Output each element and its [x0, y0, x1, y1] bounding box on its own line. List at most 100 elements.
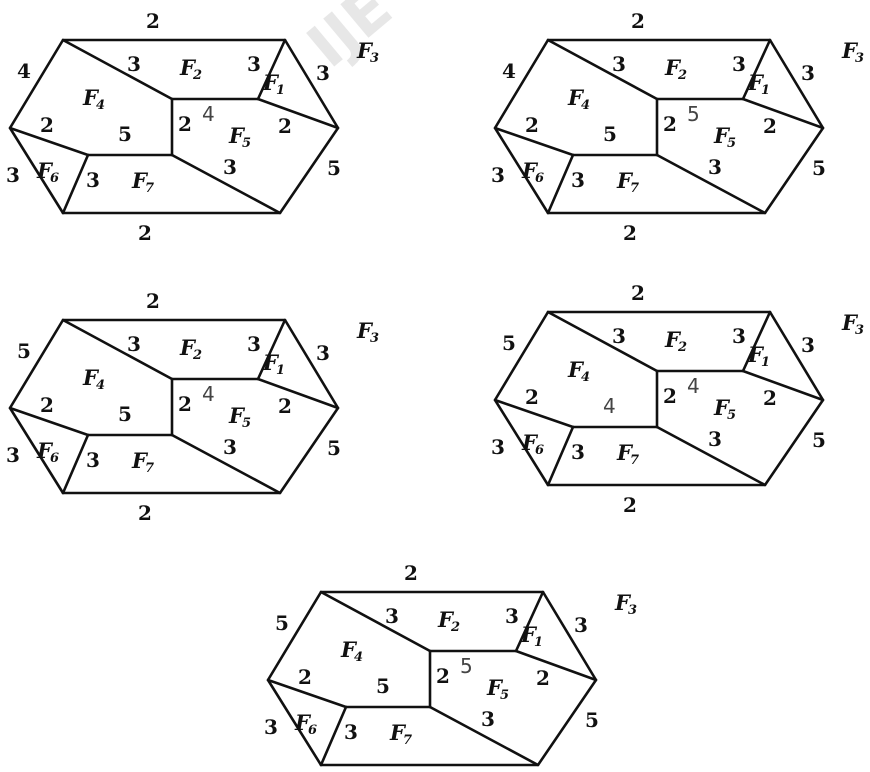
face-f7: F7 [616, 440, 639, 468]
label-inner-d: 2 [525, 113, 539, 137]
label-inner-f: 2 [278, 394, 292, 418]
face-f1-subscript: 1 [534, 635, 543, 650]
face-f3-subscript: 3 [370, 331, 379, 346]
face-f5-subscript: 5 [242, 136, 251, 151]
face-f3-letter: F [356, 38, 374, 63]
face-f2: F2 [179, 55, 202, 83]
label-bottom: 2 [138, 501, 152, 525]
face-f7-subscript: 7 [145, 461, 154, 476]
face-f2: F2 [179, 335, 202, 363]
face-f5-letter: F [486, 675, 504, 700]
label-inner-f: 2 [536, 666, 550, 690]
face-f4-letter: F [567, 85, 585, 110]
face-f7: F7 [389, 720, 412, 748]
face-f2: F2 [664, 55, 687, 83]
label-left-bottom: 3 [491, 163, 505, 187]
edge-p2-d [428, 705, 540, 767]
face-f1: F1 [262, 350, 285, 378]
label-inner-h: 3 [86, 168, 100, 192]
face-f4-subscript: 4 [96, 378, 105, 393]
face-f6-letter: F [521, 158, 539, 183]
label-right-top: 3 [316, 341, 330, 365]
edge-p3-b [256, 38, 287, 101]
edge-p2-d [170, 433, 282, 495]
label-f5-value: 4 [202, 382, 215, 406]
label-top: 2 [146, 9, 160, 33]
face-f2-subscript: 2 [677, 340, 687, 355]
label-inner-h: 3 [571, 440, 585, 464]
label-left-bottom: 3 [6, 163, 20, 187]
label-top-left: 4 [502, 59, 516, 83]
face-f4-letter: F [82, 85, 100, 110]
face-f4: F4 [340, 637, 363, 665]
face-f3-subscript: 3 [855, 323, 864, 338]
edge-p3-c [514, 649, 598, 682]
label-inner-c: 2 [436, 664, 450, 688]
face-f7-letter: F [389, 720, 407, 745]
label-inner-a: 3 [127, 332, 141, 356]
face-f3-subscript: 3 [628, 603, 637, 618]
label-inner-c: 2 [178, 392, 192, 416]
face-f3: F3 [356, 38, 379, 66]
label-right-top: 3 [801, 61, 815, 85]
face-f5-subscript: 5 [727, 136, 736, 151]
face-f1-letter: F [747, 342, 765, 367]
face-f2-letter: F [664, 327, 682, 352]
face-f6-subscript: 6 [308, 723, 317, 738]
label-inner-h: 3 [86, 448, 100, 472]
label-top: 2 [146, 289, 160, 313]
label-top: 2 [631, 281, 645, 305]
edge-p3-b [514, 590, 545, 653]
label-inner-g: 3 [223, 435, 237, 459]
edge-p4-e [546, 153, 575, 215]
label-inner-g: 3 [481, 707, 495, 731]
face-f5-subscript: 5 [727, 408, 736, 423]
face-f6-subscript: 6 [50, 171, 59, 186]
label-bottom: 2 [623, 493, 637, 517]
face-f7-subscript: 7 [403, 733, 412, 748]
face-f3-letter: F [614, 590, 632, 615]
face-f1-subscript: 1 [276, 363, 285, 378]
label-right-top: 3 [316, 61, 330, 85]
face-f1-subscript: 1 [761, 83, 770, 98]
face-f4: F4 [567, 85, 590, 113]
face-f4: F4 [82, 365, 105, 393]
label-top-left: 4 [17, 59, 31, 83]
face-f5: F5 [486, 675, 509, 703]
face-f3-subscript: 3 [855, 51, 864, 66]
label-left-bottom: 3 [491, 435, 505, 459]
face-f5-subscript: 5 [242, 416, 251, 431]
face-f7-subscript: 7 [630, 181, 639, 196]
face-f3: F3 [356, 318, 379, 346]
label-f4-value: 4 [603, 394, 616, 418]
edge-p3-c [741, 97, 825, 130]
face-f6: F6 [36, 438, 59, 466]
face-f5: F5 [228, 403, 251, 431]
face-f4-letter: F [567, 357, 585, 382]
face-f1: F1 [262, 70, 285, 98]
label-inner-a: 3 [385, 604, 399, 628]
face-f4: F4 [82, 85, 105, 113]
face-f1: F1 [520, 622, 543, 650]
face-f3-letter: F [841, 38, 859, 63]
face-f7-letter: F [616, 168, 634, 193]
label-inner-h: 3 [344, 720, 358, 744]
face-f4-subscript: 4 [96, 98, 105, 113]
face-f2: F2 [437, 607, 460, 635]
face-f4-letter: F [340, 637, 358, 662]
label-bottom: 2 [623, 221, 637, 245]
face-f2-letter: F [179, 55, 197, 80]
label-inner-h: 3 [571, 168, 585, 192]
label-inner-g: 3 [708, 427, 722, 451]
face-f2-subscript: 2 [192, 68, 202, 83]
label-left-bottom: 3 [6, 443, 20, 467]
label-top-left: 5 [275, 611, 289, 635]
label-f4-value: 5 [603, 122, 617, 146]
label-inner-d: 2 [525, 385, 539, 409]
label-inner-f: 2 [763, 114, 777, 138]
face-f2-subscript: 2 [450, 620, 460, 635]
edge-p3-b [256, 318, 287, 381]
face-f7: F7 [131, 168, 154, 196]
